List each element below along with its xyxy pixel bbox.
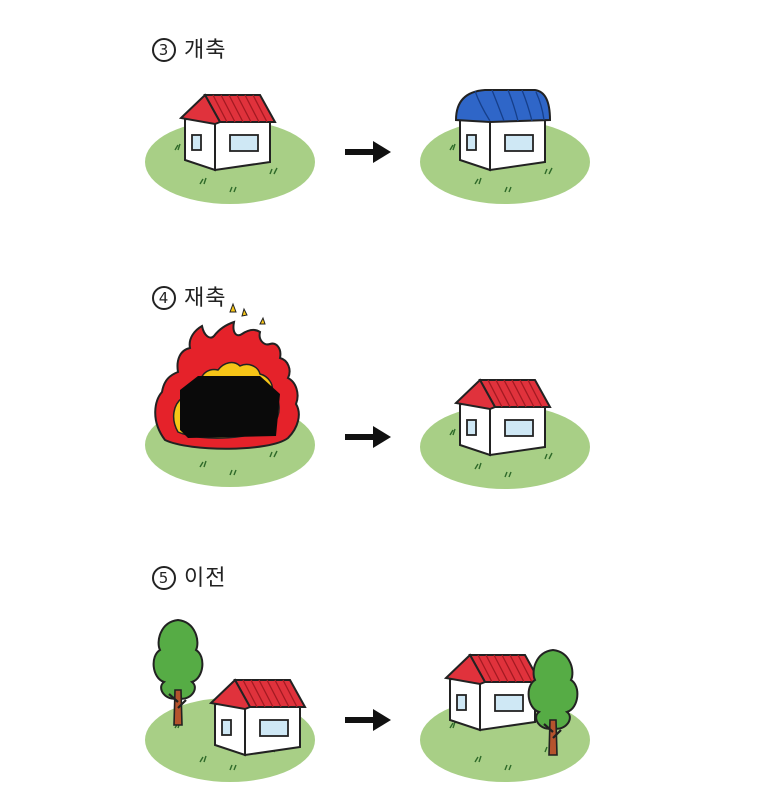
fire-icon [154,302,300,450]
house-icon [455,89,551,171]
section-3-title: 개축 [184,38,227,63]
section-3: 3 개축 [0,0,764,230]
house-icon [210,679,306,756]
section-5-title: 이전 [184,566,227,591]
section-4-title: 재축 [184,286,227,311]
house-after-scene [419,89,591,205]
house-icon [445,654,541,731]
section-4-label: 4 재축 [152,280,226,312]
house-icon [180,94,276,171]
burning-house-scene [144,302,316,488]
section-5-number: 5 [152,566,176,590]
arrow-right-icon [345,709,391,731]
section-3-label: 3 개축 [152,32,226,64]
rebuilt-house-scene [419,379,591,490]
section-3-number: 3 [152,38,176,62]
arrow-right-icon [345,141,391,163]
house-relocated-scene [419,648,591,783]
house-icon [455,379,551,456]
house-original-location-scene [144,618,316,783]
arrow-right-icon [345,426,391,448]
section-5: 5 이전 [0,550,764,801]
section-4-number: 4 [152,286,176,310]
section-4: 4 재축 [0,270,764,510]
house-before-scene [144,94,316,205]
section-5-label: 5 이전 [152,560,226,592]
